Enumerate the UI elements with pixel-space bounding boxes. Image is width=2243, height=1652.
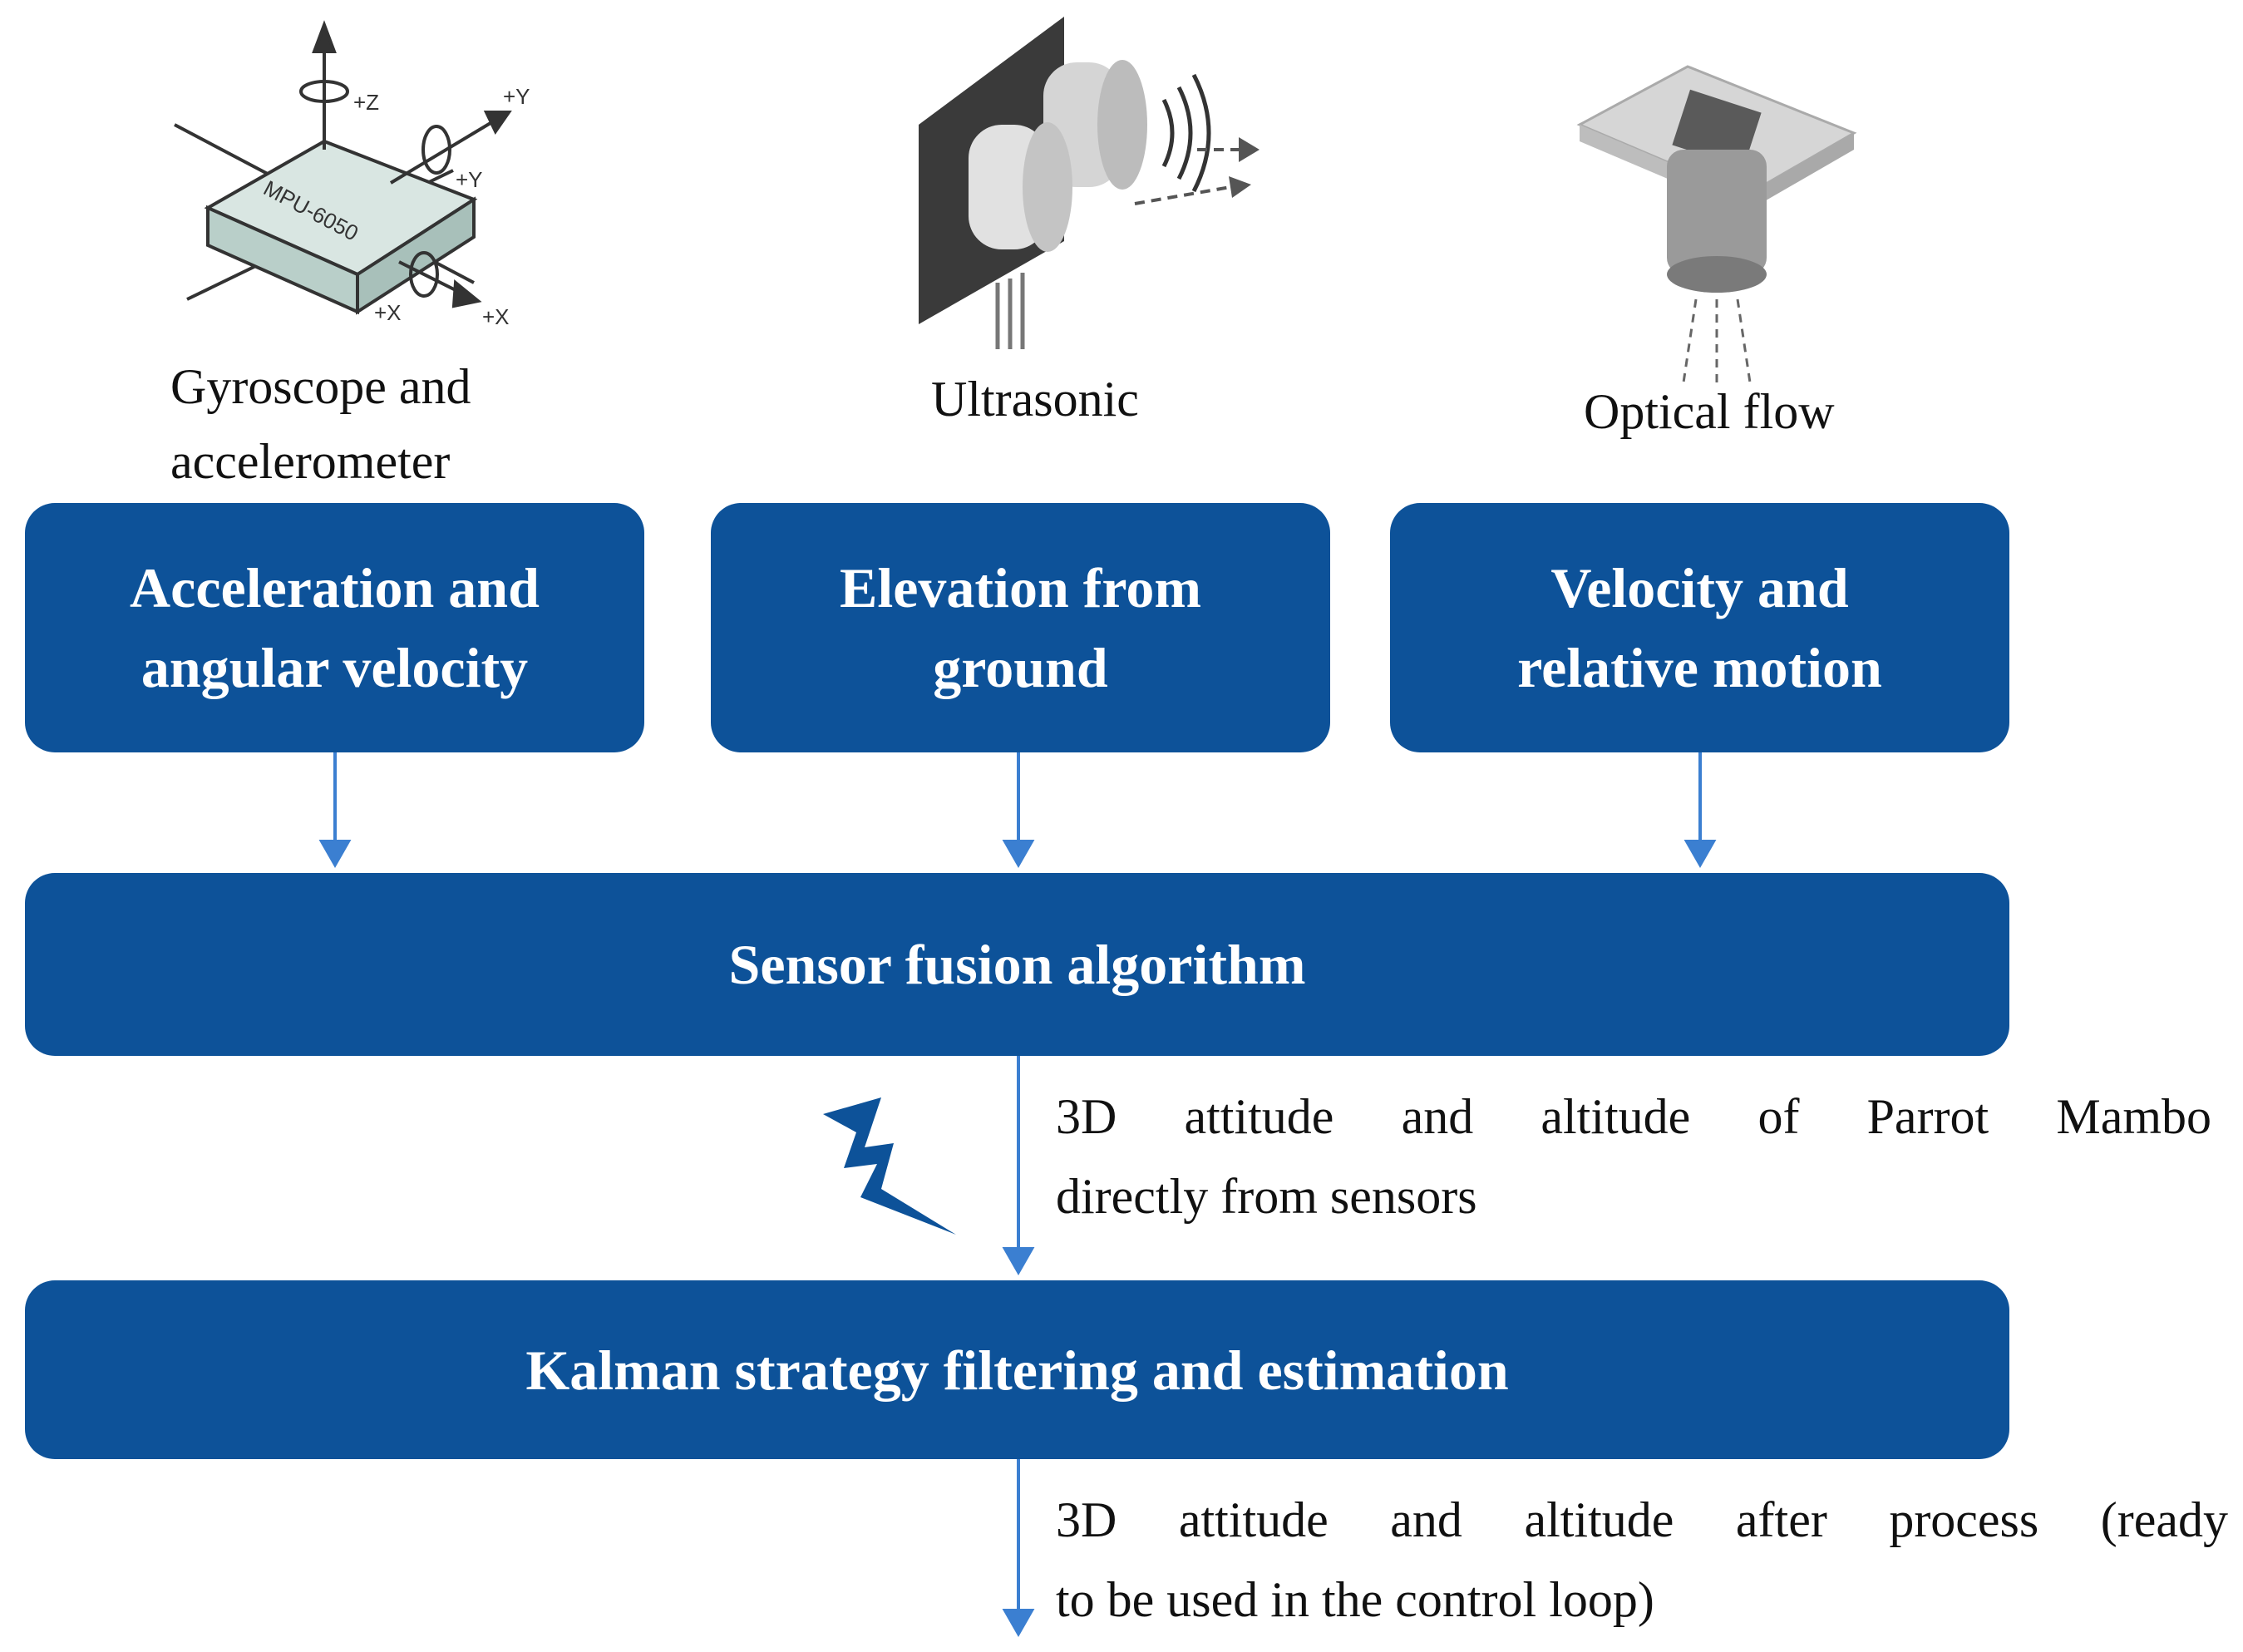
sensor-caption-optical-flow: Optical flow bbox=[1584, 384, 1835, 439]
measurement-box-elevation: Elevation from ground bbox=[711, 503, 1330, 752]
kalman-filter-box: Kalman strategy filtering and estimation bbox=[25, 1280, 2009, 1459]
optical-flow-sensor-icon bbox=[1576, 65, 1857, 383]
ultrasonic-sensor-icon bbox=[919, 17, 1260, 349]
axis-label: +Y bbox=[456, 167, 483, 192]
axis-label: +Y bbox=[503, 84, 530, 109]
box-line: Elevation from bbox=[839, 556, 1202, 619]
note-line: to be used in the control loop) bbox=[1056, 1572, 1654, 1627]
axis-label: +X bbox=[482, 304, 510, 329]
box-line: ground bbox=[933, 636, 1108, 699]
sensor-caption-gyroscope: Gyroscope and accelerometer bbox=[170, 349, 471, 499]
sensor-fusion-box: Sensor fusion algorithm bbox=[25, 873, 2009, 1056]
measurement-box-velocity: Velocity and relative motion bbox=[1390, 503, 2009, 752]
box-line: Acceleration and bbox=[130, 556, 540, 619]
box-line: Velocity and bbox=[1550, 556, 1849, 619]
measurement-box-acceleration: Acceleration and angular velocity bbox=[25, 503, 644, 752]
box-line: relative motion bbox=[1517, 636, 1882, 699]
axis-label: +Z bbox=[353, 90, 379, 115]
note-line: 3D attitude and altitude after process (… bbox=[1056, 1492, 2228, 1547]
caption-line: Gyroscope and bbox=[170, 359, 471, 414]
note-line: 3D attitude and altitude of Parrot Mambo bbox=[1056, 1089, 2211, 1144]
caption-line: accelerometer bbox=[170, 434, 451, 489]
lightning-bolt-icon bbox=[823, 1097, 956, 1235]
sensor-caption-ultrasonic: Ultrasonic bbox=[931, 372, 1139, 427]
flow-arrows bbox=[318, 752, 1717, 1638]
note-line: directly from sensors bbox=[1056, 1169, 1477, 1224]
gyroscope-accelerometer-icon: MPU-6050 +Z +Y +Y +X +X bbox=[174, 20, 530, 329]
kalman-output-note: 3D attitude and altitude after process (… bbox=[1056, 1480, 2228, 1640]
axis-label: +X bbox=[374, 300, 402, 325]
box-line: angular velocity bbox=[140, 636, 529, 699]
fusion-output-note: 3D attitude and altitude of Parrot Mambo… bbox=[1056, 1077, 2211, 1236]
